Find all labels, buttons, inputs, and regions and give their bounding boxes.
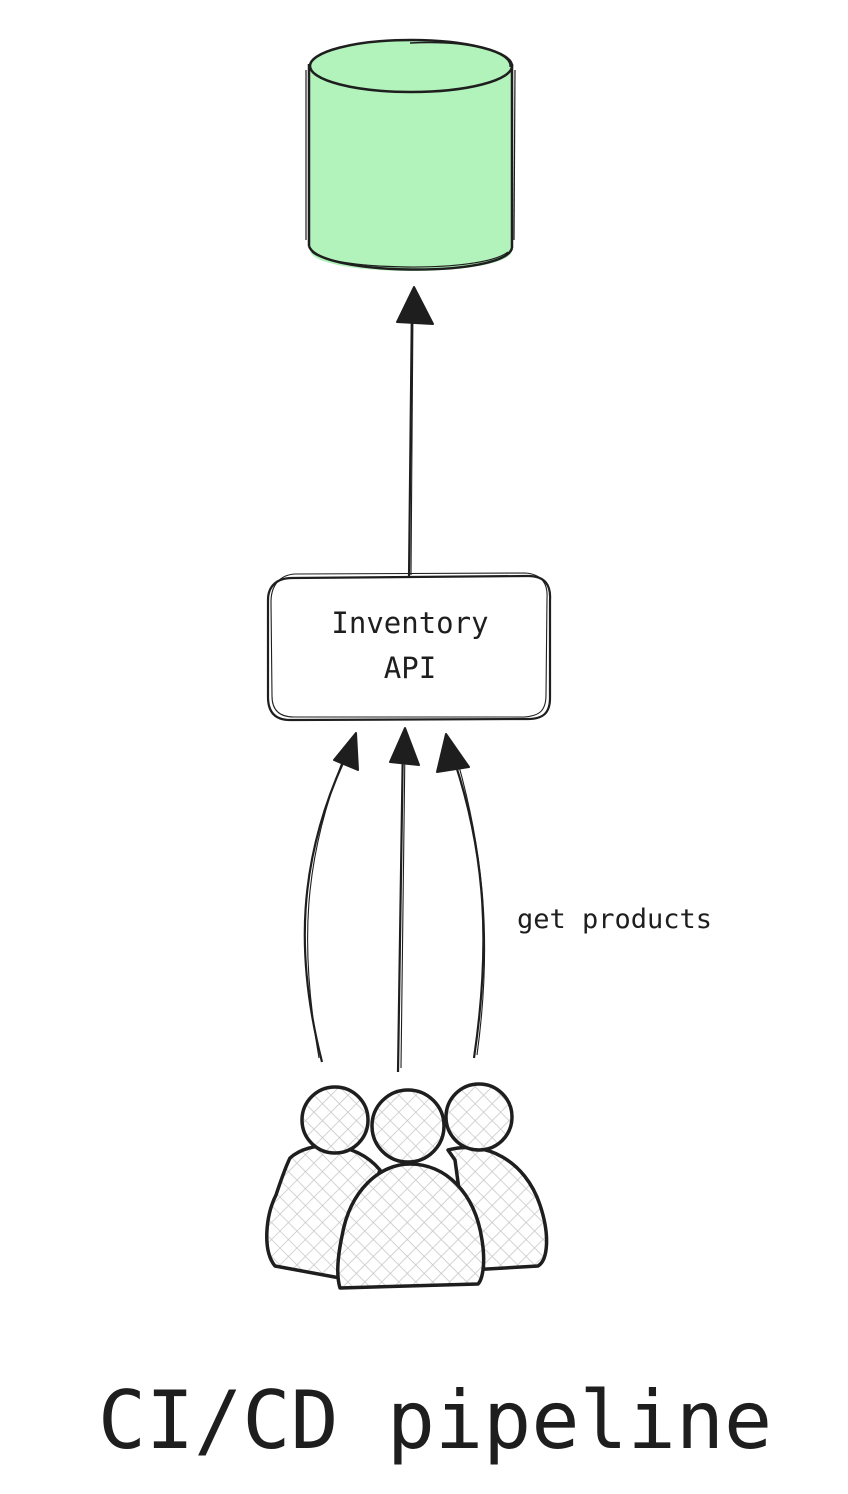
inventory-api-box-sketch: [270, 572, 548, 718]
inventory-api-box: [266, 574, 552, 722]
inventory-api-label-line2: API: [384, 651, 436, 685]
database-cylinder-icon[interactable]: [305, 38, 516, 271]
edge-users-to-api-left: [303, 732, 359, 1063]
edge-api-to-database: [396, 286, 434, 578]
arrowhead-icon: [436, 733, 470, 773]
database-right-side-sketch: [513, 69, 516, 241]
edge-line: [448, 747, 485, 1059]
edge-users-to-api-right: get products: [436, 733, 712, 1059]
user-right-head: [444, 1082, 514, 1152]
users-group-icon[interactable]: [265, 1082, 549, 1290]
arrowhead-icon: [389, 727, 420, 766]
edge-line-sketch: [306, 754, 346, 1059]
edge-label-get-products: get products: [517, 904, 712, 935]
database-body-fill: [310, 62, 512, 271]
arrowhead-icon: [333, 732, 359, 771]
edge-line-sketch: [400, 744, 406, 1069]
database-bottom: [307, 245, 514, 271]
edge-line: [303, 747, 351, 1063]
edge-line-sketch: [454, 751, 486, 1056]
edge-line-sketch: [410, 304, 414, 576]
edge-line: [396, 739, 405, 1073]
user-center-body: [336, 1162, 486, 1290]
database-bottom-sketch: [311, 251, 509, 268]
user-left-head: [300, 1085, 370, 1155]
inventory-api-label-line1: Inventory: [331, 606, 488, 640]
inventory-api-node[interactable]: Inventory API: [266, 572, 552, 722]
edge-line: [407, 299, 414, 578]
arrowhead-icon: [396, 286, 434, 325]
user-center-head: [370, 1088, 446, 1164]
diagram-title: CI/CD pipeline: [98, 1374, 772, 1467]
database-top-sketch: [409, 41, 511, 68]
edge-users-to-api-middle: [389, 727, 420, 1073]
